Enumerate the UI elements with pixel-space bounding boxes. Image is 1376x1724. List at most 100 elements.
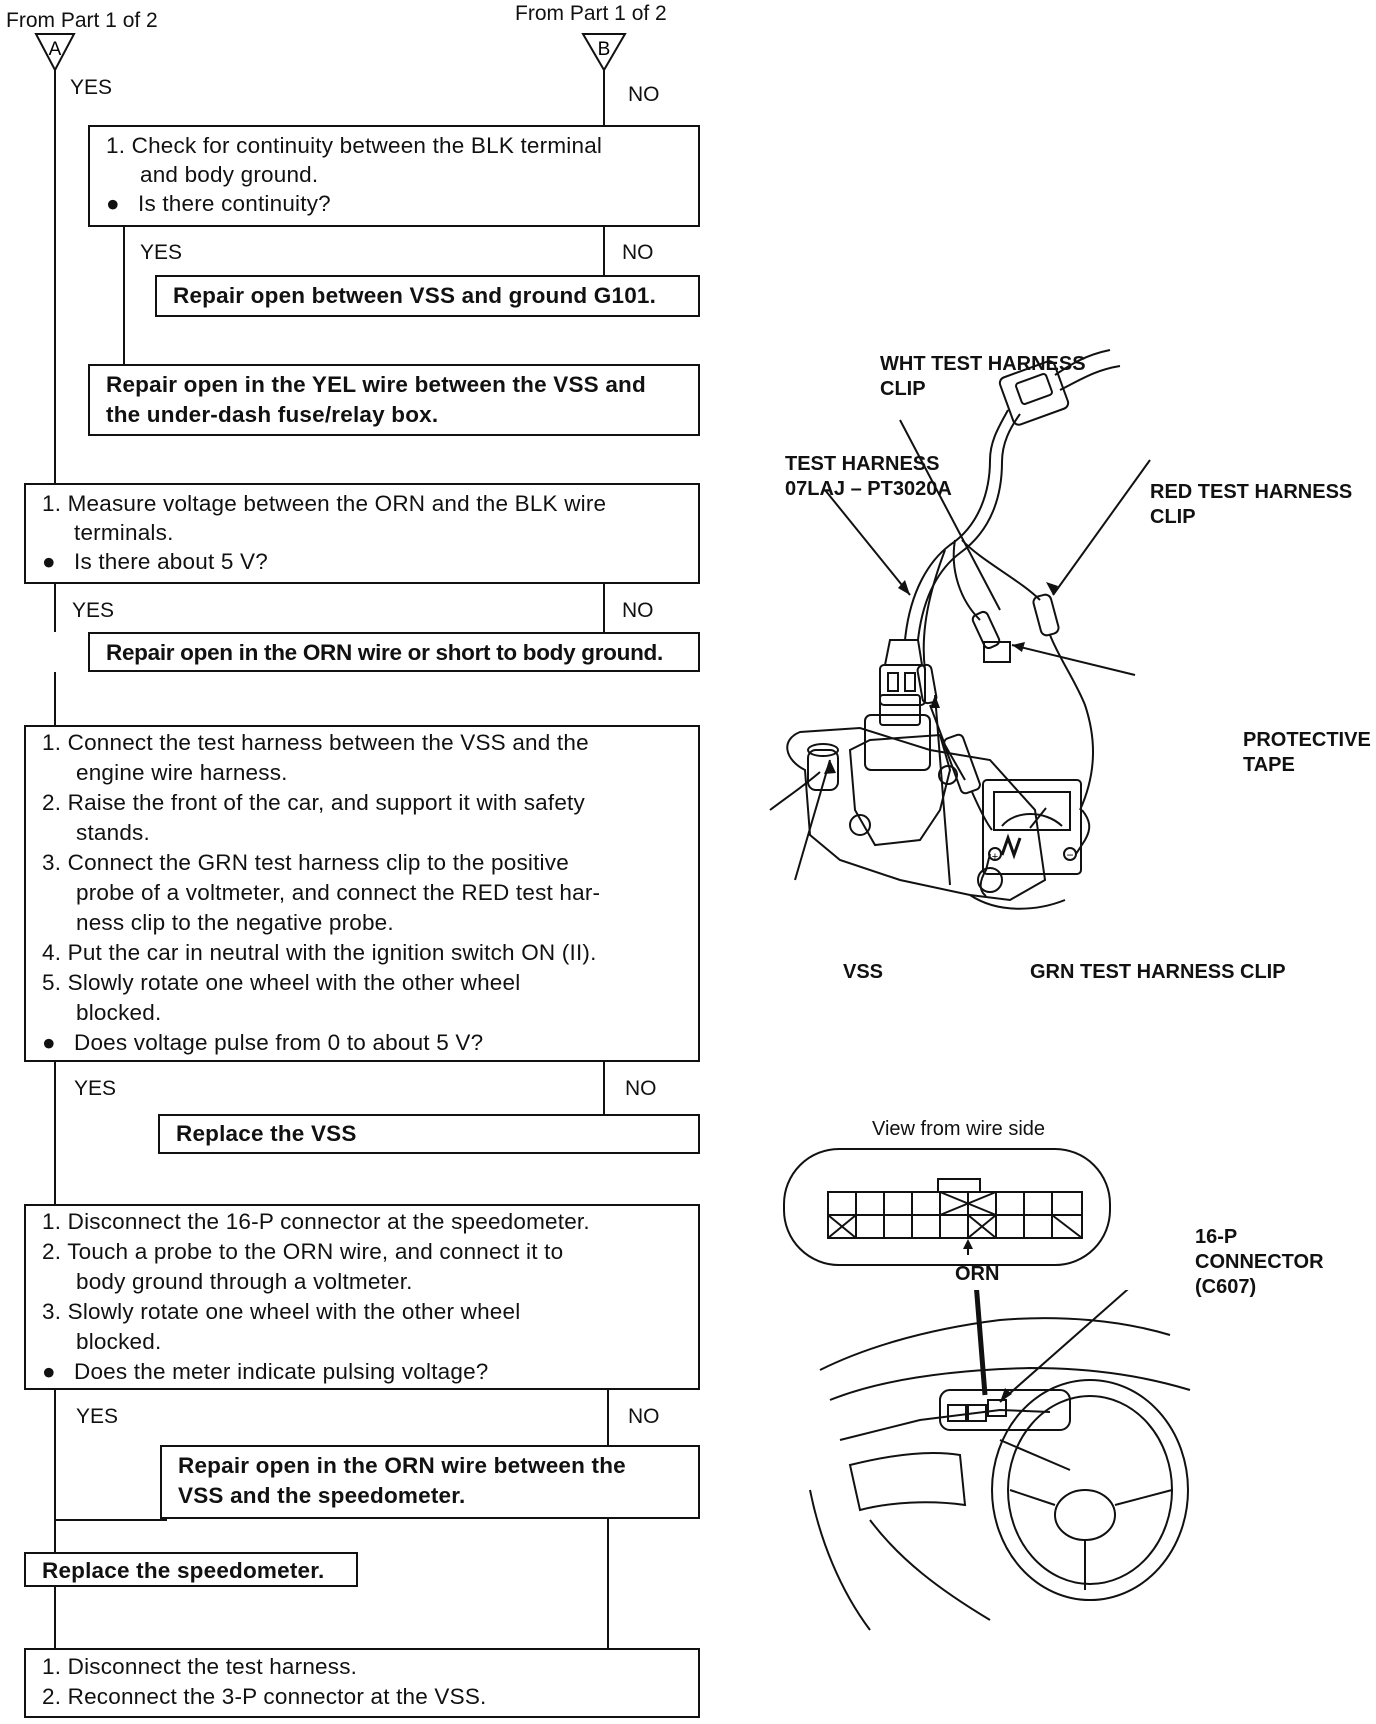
step-text: blocked.	[76, 1000, 162, 1025]
flow-line	[603, 584, 605, 634]
steering-wheel-spokes	[1009, 1489, 1173, 1590]
flow-line	[603, 70, 605, 125]
no-label: NO	[622, 241, 654, 264]
flowchart-connectors: A B	[34, 33, 627, 73]
step-text: terminals.	[74, 520, 174, 545]
plate-stud	[807, 749, 839, 791]
connector-lock-tab	[937, 1178, 981, 1193]
leader-16p-connector	[999, 1290, 1129, 1403]
connector-b-letter: B	[598, 39, 611, 60]
arrowhead	[824, 760, 836, 774]
engine-wire-harness	[1054, 349, 1121, 391]
door-edge	[809, 1489, 871, 1631]
plate-bolt	[977, 867, 1003, 893]
red-wire	[961, 539, 1041, 601]
label-line: TEST HARNESS	[785, 453, 940, 475]
flow-line	[607, 1512, 609, 1648]
leader-red-clip	[1052, 459, 1151, 596]
step-text: engine wire harness.	[76, 760, 288, 785]
leader-test-harness	[824, 489, 911, 596]
step-text: 1. Disconnect the test harness.	[42, 1654, 358, 1679]
step-check-continuity: 1. Check for continuity between the BLK …	[88, 125, 700, 227]
step-text: blocked.	[76, 1329, 162, 1354]
harness-plug-pin	[904, 672, 916, 692]
result-repair-yel-wire: Repair open in the YEL wire between the …	[88, 364, 700, 436]
empty-cavity-mark	[967, 1214, 997, 1239]
grn-clip-lead	[929, 704, 966, 781]
result-replace-vss: Replace the VSS	[158, 1114, 700, 1154]
no-label: NO	[628, 83, 660, 106]
dash-face	[829, 1366, 1191, 1401]
glove-box	[848, 1452, 967, 1512]
voltmeter-positive-lead	[979, 853, 991, 897]
label-line: TAPE	[1243, 754, 1295, 776]
flow-line	[123, 227, 125, 365]
label-line: WHT TEST HARNESS	[880, 353, 1086, 375]
step-text: 1. Connect the test harness between the …	[42, 730, 589, 755]
harness-plug-boot	[883, 639, 924, 666]
cluster-connector	[967, 1404, 987, 1422]
flow-line	[54, 1390, 56, 1552]
leader-grn-clip	[934, 694, 951, 886]
orn-arrowhead	[963, 1239, 973, 1249]
steering-wheel	[991, 1379, 1189, 1601]
leader-protective-tape	[1011, 644, 1136, 676]
dashboard-illustration	[809, 1290, 1191, 1631]
label-orn: ORN	[955, 1263, 1000, 1285]
arrowhead	[1000, 1388, 1012, 1402]
flow-line	[54, 1519, 167, 1521]
yes-label: YES	[74, 1077, 117, 1100]
plate-edge	[969, 894, 1066, 910]
step-text: and body ground.	[140, 162, 319, 187]
no-label: NO	[628, 1405, 660, 1428]
flow-line	[54, 1587, 56, 1648]
plate-edge	[769, 771, 821, 811]
result-text: Repair open between VSS and ground G101.	[173, 283, 657, 308]
label-line: PROTECTIVE	[1243, 729, 1371, 751]
from-part-label-b: From Part 1 of 2	[515, 2, 667, 25]
arrowhead	[1046, 582, 1058, 595]
result-repair-ground: Repair open between VSS and ground G101.	[155, 275, 700, 317]
step-text: 4. Put the car in neutral with the ignit…	[42, 940, 597, 965]
step-text: 2. Raise the front of the car, and suppo…	[42, 790, 585, 815]
label-protective-tape: PROTECTIVE TAPE	[1243, 728, 1371, 778]
result-text: the under-dash fuse/relay box.	[106, 402, 439, 427]
step-test-harness: 1. Connect the test harness between the …	[24, 725, 700, 1062]
voltmeter-needle	[1029, 807, 1047, 829]
grn-clip-sleeve	[916, 663, 938, 705]
step-question: ●Is there continuity?	[106, 191, 331, 216]
connector-a-triangle	[34, 33, 76, 73]
step-text: probe of a voltmeter, and connect the RE…	[76, 880, 601, 905]
plate-stud-top	[807, 743, 839, 757]
step-text: stands.	[76, 820, 150, 845]
plate-bolt	[849, 814, 871, 836]
cluster-connector	[947, 1404, 967, 1422]
label-grn-test-harness-clip: GRN TEST HARNESS CLIP	[1030, 961, 1286, 983]
label-wht-test-harness-clip: WHT TEST HARNESS CLIP	[880, 352, 1086, 402]
red-clip-sleeve	[1032, 593, 1060, 637]
arrowhead	[898, 580, 910, 595]
view-from-wire-side-caption: View from wire side	[872, 1118, 1046, 1140]
result-text: Replace the VSS	[176, 1121, 357, 1146]
connector-a-letter: A	[49, 39, 62, 60]
flow-line	[54, 70, 56, 483]
vss-harness-connector	[998, 360, 1070, 426]
result-text: Repair open in the ORN wire between the	[178, 1453, 626, 1478]
label-line: RED TEST HARNESS	[1150, 481, 1353, 503]
label-line: CONNECTOR	[1195, 1251, 1324, 1273]
steering-wheel-hub	[1054, 1489, 1116, 1541]
protective-tape-piece	[983, 641, 1011, 663]
dash-lower-contour	[869, 1519, 991, 1621]
voltmeter-v-glyph	[1000, 833, 1022, 860]
flow-line	[54, 584, 56, 632]
result-repair-orn-speedometer: Repair open in the ORN wire between the …	[160, 1445, 700, 1519]
step-text: 3. Slowly rotate one wheel with the othe…	[42, 1299, 521, 1324]
step-text: 2. Touch a probe to the ORN wire, and co…	[42, 1239, 564, 1264]
dash-lower-panel	[839, 1408, 1051, 1441]
connector-b-triangle	[581, 33, 627, 72]
no-label: NO	[622, 599, 654, 622]
step-text: 5. Slowly rotate one wheel with the othe…	[42, 970, 521, 995]
vss-body	[848, 733, 952, 847]
step-text: 1. Check for continuity between the BLK …	[106, 133, 603, 158]
flow-line	[607, 1390, 609, 1445]
